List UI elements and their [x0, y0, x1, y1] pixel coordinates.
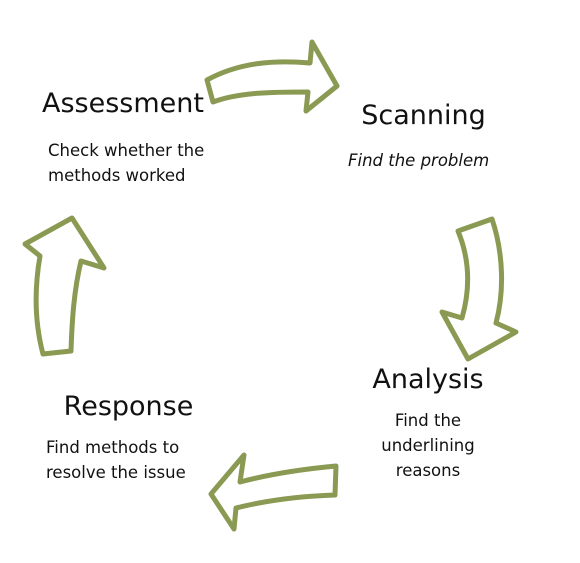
arrow-analysis-to-response — [208, 452, 339, 532]
step-title-assessment: Assessment — [42, 88, 204, 119]
description-line: Find the — [394, 411, 462, 430]
step-analysis: Analysis Find the underlining reasons — [358, 364, 498, 483]
arrow-response-to-assessment — [22, 215, 107, 357]
arrow-assessment-to-scanning — [204, 39, 340, 114]
step-description-analysis: Find the underlining reasons — [358, 408, 498, 483]
description-line: underlining — [381, 436, 475, 455]
step-description-response: Find methods to resolve the issue — [46, 435, 211, 485]
step-description-scanning: Find the problem — [348, 148, 493, 173]
description-line: reasons — [395, 461, 461, 480]
step-scanning: Scanning Find the problem — [348, 100, 493, 173]
description-line: Find the problem — [348, 151, 490, 170]
description-line: Check whether the — [48, 141, 205, 160]
step-description-assessment: Check whether the methods worked — [42, 138, 204, 188]
step-title-scanning: Scanning — [361, 100, 486, 131]
step-assessment: Assessment Check whether the methods wor… — [42, 88, 204, 188]
description-line: resolve the issue — [46, 463, 186, 482]
step-title-response: Response — [63, 391, 194, 422]
arrow-scanning-to-analysis — [439, 216, 519, 362]
description-line: Find methods to — [46, 438, 180, 457]
description-line: methods worked — [48, 166, 186, 185]
step-title-analysis: Analysis — [372, 364, 484, 395]
step-response: Response Find methods to resolve the iss… — [46, 391, 211, 485]
